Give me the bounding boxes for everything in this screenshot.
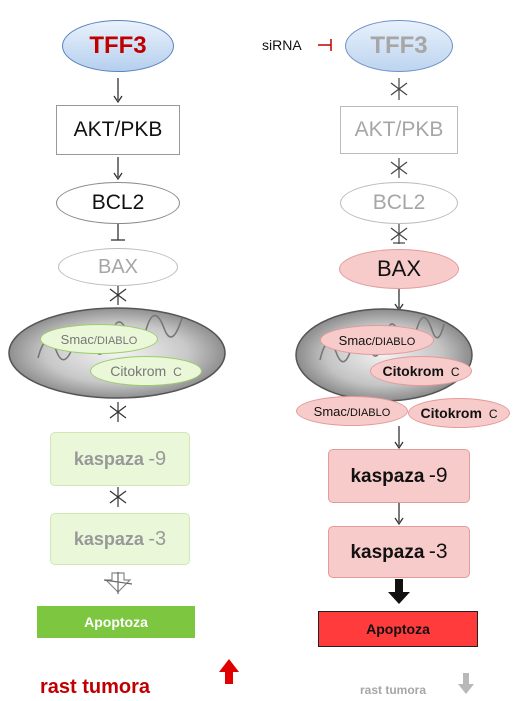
right-kaspaza9-num: -9 [428, 464, 448, 487]
left-arrow-tff3-akt [113, 78, 123, 104]
left-tumor-label: rast tumora [40, 676, 151, 698]
right-smac-released-node: Smac/DIABLO [296, 396, 408, 426]
right-kaspaza3-num: -3 [428, 540, 448, 563]
right-blocked-tff3-akt [390, 78, 408, 100]
left-kaspaza9-num: -9 [148, 447, 167, 470]
left-smac-main: Smac [60, 331, 94, 347]
right-bcl2-label: BCL2 [372, 191, 426, 214]
left-kaspaza3-num: -3 [148, 527, 167, 550]
right-citokrom-main: Citokrom [382, 363, 444, 379]
left-citokrom-node: Citokrom C [90, 356, 202, 386]
left-smac-sub: /DIABLO [93, 334, 138, 347]
left-kaspaza9-main: kaspaza [73, 448, 144, 469]
right-smac-node: Smac/DIABLO [320, 325, 434, 355]
left-citokrom-main: Citokrom [110, 363, 167, 379]
left-blocked-hollow-arrow-icon [103, 572, 133, 594]
right-bold-down-arrow-icon [388, 579, 410, 604]
right-smac-released-sub: /DIABLO [346, 406, 391, 419]
right-citokrom-released-main: Citokrom [420, 405, 482, 421]
right-arrow-bax-mito [394, 288, 404, 312]
left-kaspaza3-node: kaspaza -3 [50, 513, 190, 565]
left-smac-node: Smac/DIABLO [40, 324, 158, 354]
right-blocked-bcl2-bax [390, 224, 408, 244]
right-tumor-label: rast tumora [360, 683, 427, 697]
right-sirna-inhibit-icon [318, 39, 332, 51]
left-inhibit-bcl2-bax [111, 224, 125, 241]
right-apoptoza-box: Apoptoza [318, 611, 478, 647]
left-akt-node: AKT/PKB [56, 105, 180, 155]
right-smac-released-main: Smac [313, 403, 347, 419]
right-smac-sub: /DIABLO [371, 335, 416, 348]
right-citokrom-released-node: Citokrom C [408, 398, 510, 428]
right-bax-node: BAX [339, 249, 459, 289]
right-kaspaza9-node: kaspaza -9 [328, 449, 470, 503]
right-mitochondrion-icon [295, 308, 473, 402]
left-blocked-bax-mito [109, 285, 127, 305]
left-bax-node: BAX [58, 248, 178, 286]
left-kaspaza3-main: kaspaza [73, 528, 144, 549]
right-sirna-label: siRNA [262, 37, 302, 53]
left-bcl2-label: BCL2 [91, 191, 145, 214]
right-kaspaza3-main: kaspaza [350, 542, 425, 563]
right-bcl2-node: BCL2 [340, 182, 458, 224]
right-bax-label: BAX [376, 256, 422, 281]
right-arrow-k9-k3 [394, 503, 404, 526]
left-apoptoza-box: Apoptoza [37, 606, 195, 638]
right-kaspaza3-node: kaspaza -3 [328, 526, 470, 578]
right-citokrom-sub: C [450, 365, 460, 379]
left-tff3-label: TFF3 [89, 32, 147, 59]
right-blocked-akt-bcl2 [390, 158, 408, 178]
left-arrow-akt-bcl2 [113, 157, 123, 181]
right-kaspaza9-main: kaspaza [350, 466, 425, 487]
right-citokrom-node: Citokrom C [370, 356, 472, 386]
down-arrow-icon [458, 673, 474, 694]
left-blocked-k9-k3 [109, 487, 127, 507]
right-tff3-label: TFF3 [370, 32, 428, 59]
left-bax-label: BAX [97, 255, 139, 278]
left-citokrom-sub: C [173, 365, 182, 379]
right-apoptoza-label: Apoptoza [366, 621, 430, 637]
left-akt-label: AKT/PKB [73, 118, 163, 141]
left-blocked-mito-k9 [109, 402, 127, 422]
up-arrow-icon [219, 659, 239, 684]
right-akt-node: AKT/PKB [340, 106, 458, 154]
right-smac-main: Smac [338, 332, 372, 348]
right-citokrom-released-sub: C [488, 407, 498, 421]
right-arrow-mito-k9 [394, 426, 404, 450]
left-kaspaza9-node: kaspaza -9 [50, 432, 190, 486]
left-tff3-node: TFF3 [62, 20, 174, 72]
right-akt-label: AKT/PKB [354, 118, 444, 141]
left-bcl2-node: BCL2 [56, 182, 180, 224]
right-tff3-node: TFF3 [345, 20, 453, 72]
left-apoptoza-label: Apoptoza [84, 614, 148, 630]
